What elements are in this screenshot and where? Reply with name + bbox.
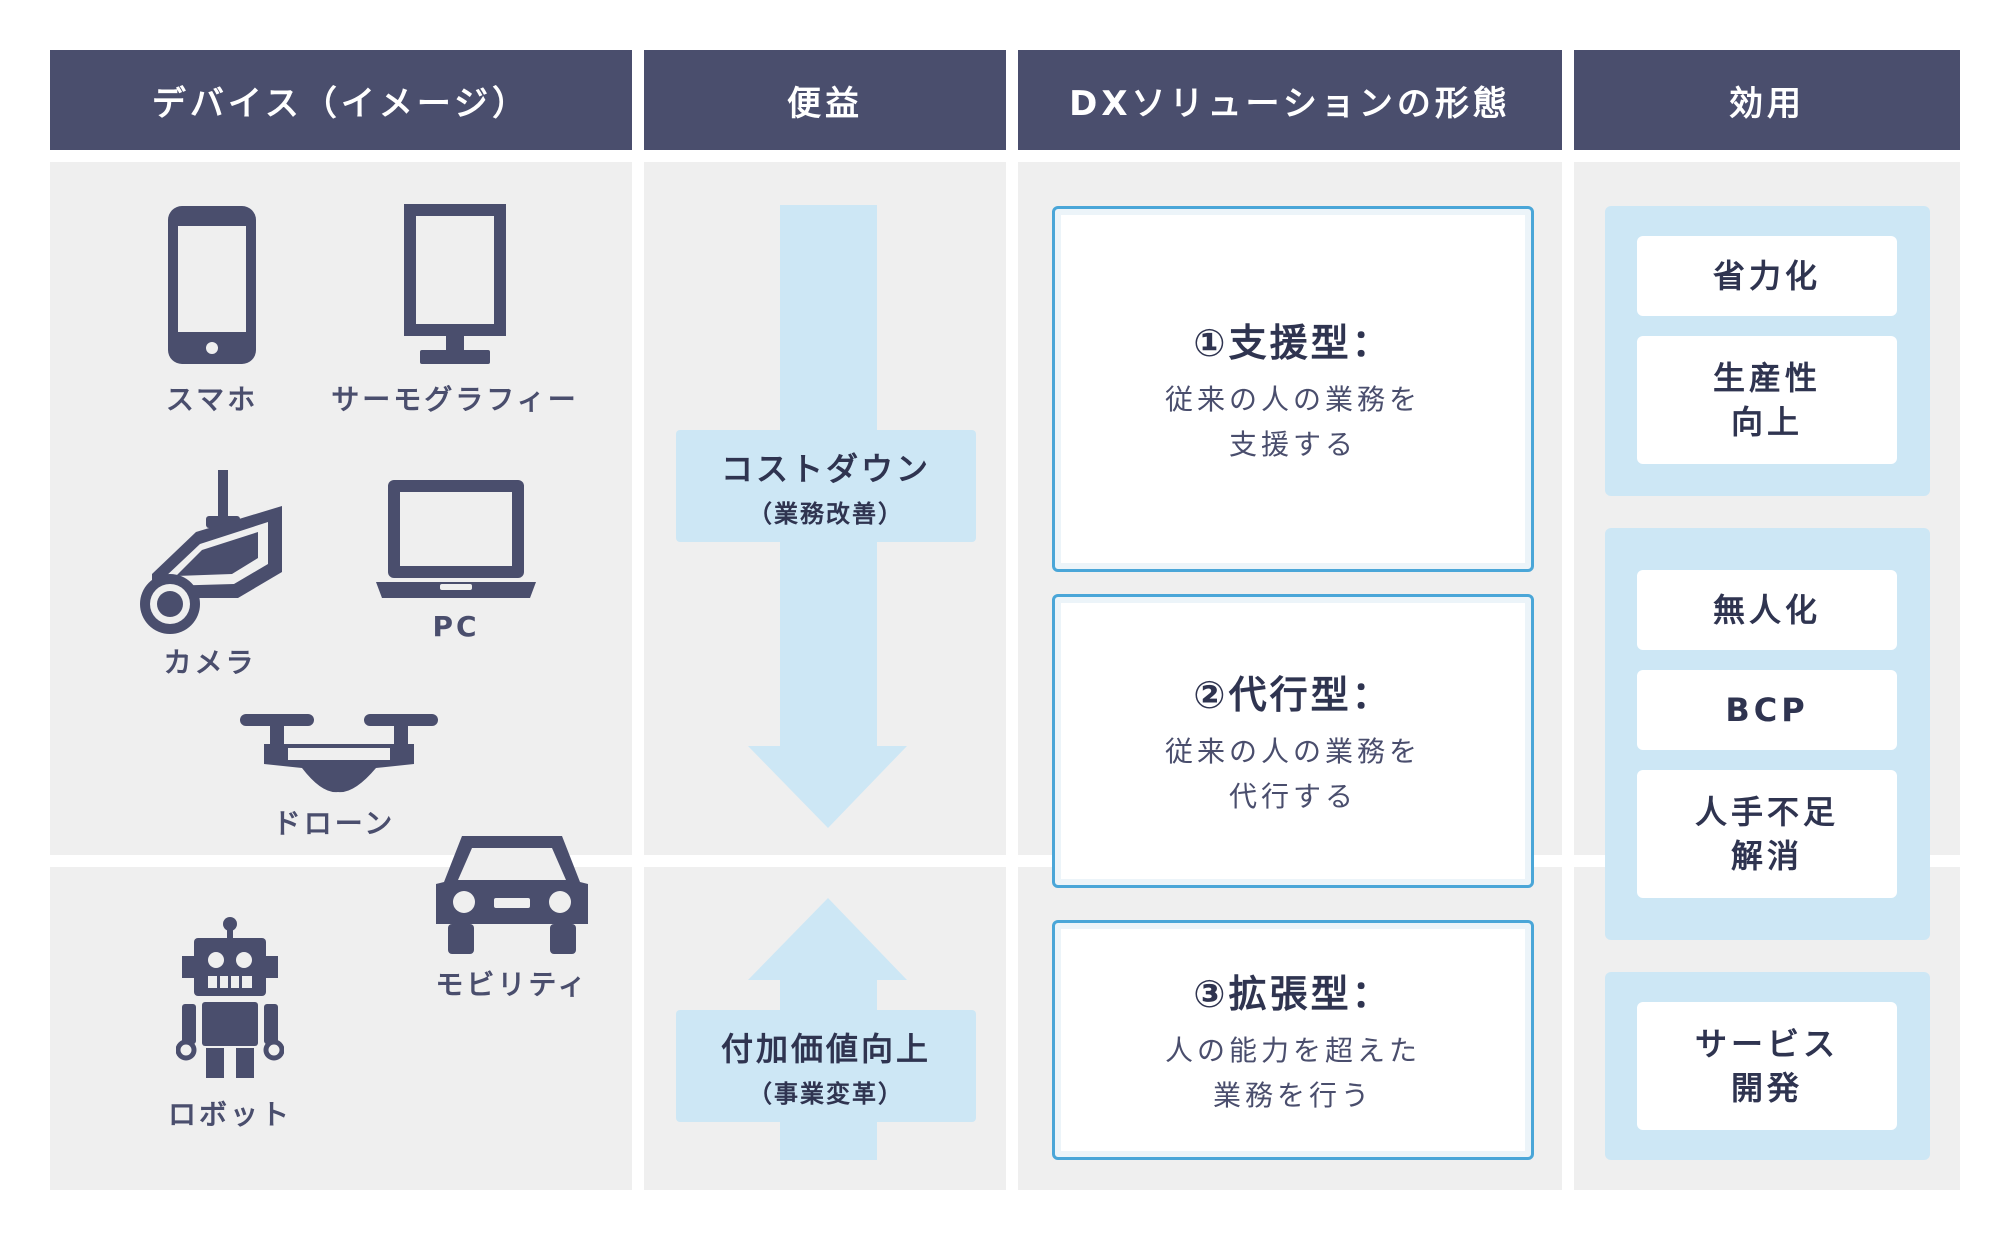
dx-form-support: ①支援型： 従来の人の業務を 支援する (1052, 206, 1534, 572)
robot-label: ロボット (167, 1098, 293, 1131)
drone-icon (240, 714, 438, 793)
effect-service-dev: サービス 開発 (1637, 1002, 1897, 1130)
device-column-panel (50, 162, 632, 1190)
dx-form-proxy-title: ②代行型： (1193, 672, 1393, 717)
value-add-sublabel: （事業変革） (748, 1079, 904, 1108)
drone-label: ドローン (272, 807, 396, 840)
mobility-label: モビリティ (435, 968, 589, 1001)
smartphone-label: スマホ (165, 383, 259, 416)
dx-form-support-desc-1: 従来の人の業務を (1164, 382, 1421, 416)
header-effect: 効用 (1574, 50, 1960, 150)
dx-form-proxy-desc-1: 従来の人の業務を (1164, 734, 1421, 768)
effect-labor-saving: 省力化 (1637, 236, 1897, 316)
camera-label: カメラ (163, 646, 257, 679)
header-benefit: 便益 (644, 50, 1006, 150)
cost-down-sublabel: （業務改善） (748, 499, 904, 528)
effect-labor-shortage-line2: 解消 (1730, 837, 1803, 875)
effect-unmanned: 無人化 (1637, 570, 1897, 650)
security-camera-icon (140, 470, 282, 634)
dx-form-proxy-desc-2: 代行する (1228, 779, 1357, 813)
dx-form-proxy: ②代行型： 従来の人の業務を 代行する (1052, 594, 1534, 888)
cost-down-band: コストダウン （業務改善） (676, 430, 976, 542)
cost-down-label: コストダウン (720, 449, 931, 488)
robot-icon (176, 917, 284, 1078)
car-icon (436, 836, 588, 954)
thermography-label: サーモグラフィー (331, 383, 579, 416)
effect-service-dev-line2: 開発 (1730, 1069, 1803, 1107)
value-add-label: 付加価値向上 (720, 1029, 931, 1068)
effect-labor-shortage-line1: 人手不足 (1694, 793, 1839, 831)
effect-labor-shortage: 人手不足 解消 (1637, 770, 1897, 898)
header-dx-form: DXソリューションの形態 (1018, 50, 1562, 150)
smartphone-icon (168, 206, 256, 364)
dx-form-extension-desc-2: 業務を行う (1212, 1078, 1373, 1112)
effect-bcp: BCP (1637, 670, 1897, 750)
effect-service-dev-line1: サービス (1694, 1025, 1839, 1063)
effect-productivity: 生産性 向上 (1637, 336, 1897, 464)
effect-productivity-line2: 向上 (1730, 403, 1803, 441)
effect-productivity-line1: 生産性 (1712, 359, 1821, 397)
dx-form-support-desc-2: 支援する (1228, 427, 1357, 461)
laptop-icon (376, 480, 536, 598)
dx-form-support-title: ①支援型： (1193, 320, 1393, 365)
header-device: デバイス（イメージ） (50, 50, 632, 150)
dx-form-extension: ③拡張型： 人の能力を超えた 業務を行う (1052, 920, 1534, 1160)
thermography-icon (404, 204, 506, 364)
dx-form-extension-title: ③拡張型： (1193, 971, 1393, 1016)
value-add-band: 付加価値向上 （事業変革） (676, 1010, 976, 1122)
pc-label: PC (432, 610, 480, 643)
dx-form-extension-desc-1: 人の能力を超えた (1164, 1033, 1421, 1067)
